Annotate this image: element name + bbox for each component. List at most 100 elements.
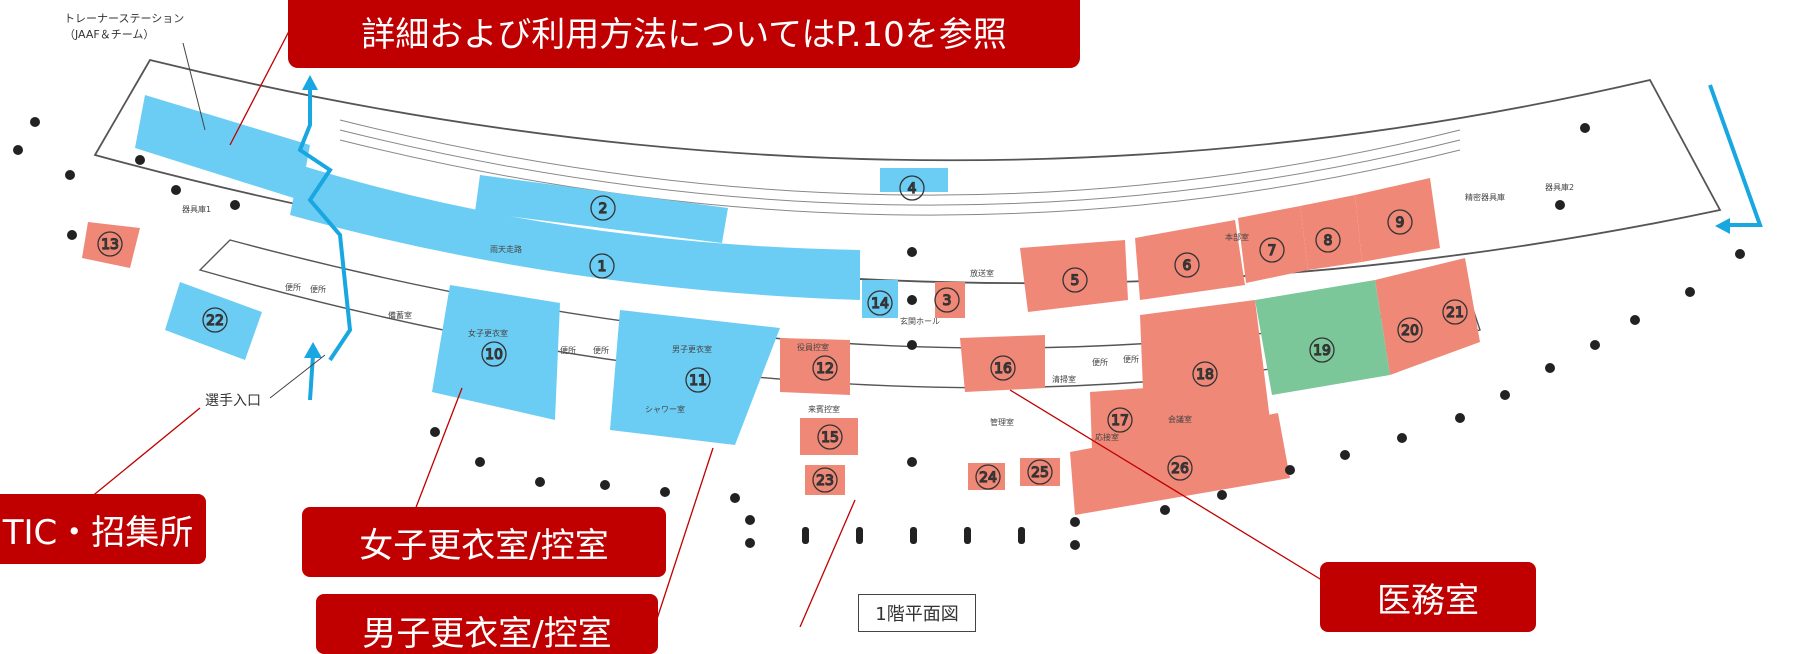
room-19: 19 bbox=[1313, 343, 1331, 359]
blue-area-rain-course-1 bbox=[290, 165, 860, 300]
floor-plan-title: 1階平面図 bbox=[858, 594, 976, 632]
blue-area-10 bbox=[432, 285, 560, 420]
label-shower: シャワー室 bbox=[645, 404, 685, 414]
label-restroom-3: 便所 bbox=[560, 345, 576, 355]
callout-medical-text: 医務室 bbox=[1377, 580, 1479, 621]
room-12: 12 bbox=[816, 361, 834, 377]
red-area-3 bbox=[935, 282, 965, 318]
arrow-head-entrance bbox=[304, 342, 322, 358]
blue-area-trainer-station bbox=[135, 95, 310, 200]
label-precision-storage: 精密器具庫 bbox=[1465, 192, 1505, 202]
room-14: 14 bbox=[871, 296, 889, 312]
blue-area-4 bbox=[880, 168, 948, 192]
label-management: 管理室 bbox=[990, 417, 1014, 427]
floor-plan-map: 1 2 3 4 5 6 7 8 9 10 11 12 13 14 15 16 1… bbox=[13, 9, 1763, 627]
callout-medical: 医務室 bbox=[1320, 562, 1536, 632]
trainer-station-leader bbox=[182, 42, 206, 131]
label-men-changing: 男子更衣室 bbox=[672, 344, 712, 354]
trainer-station-label: トレーナーステーション bbox=[64, 12, 185, 25]
room-24: 24 bbox=[979, 470, 997, 486]
room-15: 15 bbox=[821, 430, 839, 446]
red-area-12 bbox=[780, 338, 850, 395]
room-4: 4 bbox=[908, 181, 917, 197]
label-rain-course: 雨天走路 bbox=[490, 244, 522, 254]
callout-men-text: 男子更衣室/控室 bbox=[362, 614, 612, 654]
arrow-head-right bbox=[1715, 218, 1730, 234]
label-official-waiting: 役員控室 bbox=[797, 342, 829, 352]
label-restroom-4: 便所 bbox=[593, 345, 609, 355]
callout-leaders bbox=[89, 9, 1326, 627]
label-storage1: 器具庫1 bbox=[182, 204, 211, 214]
room-25: 25 bbox=[1031, 465, 1049, 481]
room-number-markers: 1 2 3 4 5 6 7 8 9 10 11 12 13 14 15 16 1… bbox=[97, 175, 1468, 493]
athlete-entrance-leader bbox=[269, 354, 326, 399]
label-storage2: 器具庫2 bbox=[1545, 182, 1574, 192]
callout-p10-text: 詳細および利用方法についてはP.10を参照 bbox=[361, 15, 1007, 55]
red-area-16 bbox=[960, 335, 1045, 392]
room-9: 9 bbox=[1396, 215, 1405, 231]
room-5: 5 bbox=[1071, 273, 1080, 289]
floor-plan-title-text: 1階平面図 bbox=[875, 604, 959, 625]
blue-arrow-left bbox=[297, 85, 353, 362]
stand-line bbox=[339, 119, 1461, 196]
label-broadcast: 放送室 bbox=[970, 268, 994, 278]
callout-tic-text: TIC・招集所 bbox=[2, 512, 194, 553]
label-women-changing: 女子更衣室 bbox=[468, 328, 508, 338]
red-area-26 bbox=[1070, 413, 1290, 515]
label-storage-room: 備蓄室 bbox=[388, 310, 412, 320]
room-labels: 器具庫1 器具庫2 精密器具庫 雨天走路 便所 便所 備蓄室 女子更衣室 男子更… bbox=[182, 182, 1574, 442]
red-area-7 bbox=[1238, 206, 1308, 283]
label-restroom-1: 便所 bbox=[285, 282, 301, 292]
callout-men: 男子更衣室/控室 bbox=[316, 594, 658, 654]
label-entrance-hall: 玄関ホール bbox=[900, 316, 940, 326]
label-janitor: 清掃室 bbox=[1052, 374, 1076, 384]
label-restroom-2: 便所 bbox=[310, 284, 326, 294]
room-13: 13 bbox=[101, 237, 119, 253]
red-area-9 bbox=[1355, 178, 1440, 262]
label-restroom-5: 便所 bbox=[1092, 357, 1108, 367]
callout-women: 女子更衣室/控室 bbox=[302, 507, 666, 577]
red-area-5 bbox=[1020, 240, 1128, 312]
room-3: 3 bbox=[943, 293, 952, 309]
red-area-17 bbox=[1090, 388, 1145, 450]
room-26: 26 bbox=[1171, 461, 1189, 477]
red-area-6 bbox=[1135, 220, 1245, 300]
callout-tic: TIC・招集所 bbox=[0, 494, 206, 564]
blue-area-2 bbox=[475, 175, 728, 243]
room-22: 22 bbox=[206, 313, 224, 329]
blue-area-11 bbox=[610, 310, 780, 445]
label-conference: 会議室 bbox=[1168, 414, 1192, 424]
athlete-entrance-label: 選手入口 bbox=[205, 393, 261, 409]
label-reception: 応接室 bbox=[1095, 432, 1119, 442]
room-10: 10 bbox=[485, 347, 503, 363]
red-area-18 bbox=[1140, 300, 1270, 440]
blue-arrow-right bbox=[1708, 84, 1763, 227]
stand-line bbox=[339, 139, 1461, 216]
room-6: 6 bbox=[1183, 258, 1192, 274]
blue-arrow-entrance bbox=[308, 354, 315, 401]
blue-area-22 bbox=[165, 282, 262, 360]
callout-women-text: 女子更衣室/控室 bbox=[359, 525, 609, 566]
red-area-20-21 bbox=[1375, 258, 1480, 375]
red-area-15 bbox=[800, 418, 858, 455]
label-restroom-6: 便所 bbox=[1123, 354, 1139, 364]
label-guest-waiting: 来賓控室 bbox=[808, 404, 840, 414]
trainer-station-sub-label: （JAAF＆チーム） bbox=[64, 28, 155, 41]
stand-line bbox=[339, 129, 1461, 206]
room-7: 7 bbox=[1268, 243, 1277, 259]
room-17: 17 bbox=[1111, 413, 1129, 429]
columns bbox=[13, 117, 1745, 550]
callout-p10: 詳細および利用方法についてはP.10を参照 bbox=[288, 0, 1080, 68]
room-21: 21 bbox=[1446, 305, 1464, 321]
label-office: 本部室 bbox=[1225, 232, 1249, 242]
room-16: 16 bbox=[994, 361, 1012, 377]
room-20: 20 bbox=[1401, 323, 1419, 339]
room-23: 23 bbox=[816, 473, 834, 489]
arrow-head-up bbox=[302, 75, 318, 90]
room-11: 11 bbox=[689, 373, 707, 389]
room-2: 2 bbox=[599, 201, 608, 217]
room-1: 1 bbox=[598, 259, 607, 275]
room-8: 8 bbox=[1324, 233, 1333, 249]
front-columns bbox=[802, 527, 1025, 544]
red-area-8 bbox=[1300, 195, 1362, 270]
